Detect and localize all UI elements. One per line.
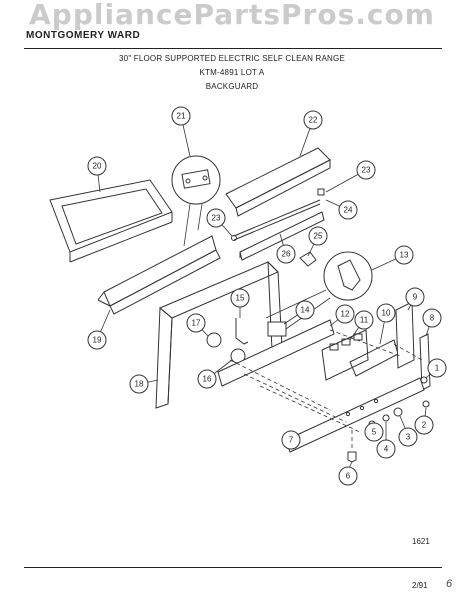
callout-8: 8	[422, 308, 442, 328]
callout-14: 14	[295, 300, 315, 320]
date-code: 2/91	[412, 581, 428, 590]
callout-4: 4	[376, 439, 396, 459]
model-number: KTM-4891 LOT A	[199, 68, 265, 77]
part-4-screw	[382, 414, 390, 422]
svg-text:1: 1	[435, 364, 440, 373]
svg-text:25: 25	[314, 232, 323, 241]
svg-text:12: 12	[341, 310, 350, 319]
svg-text:6: 6	[346, 472, 351, 481]
svg-text:23: 23	[212, 214, 221, 223]
svg-text:21: 21	[177, 112, 186, 121]
svg-text:18: 18	[135, 380, 144, 389]
callout-3: 3	[398, 427, 418, 447]
svg-text:13: 13	[400, 251, 409, 260]
callout-9: 9	[405, 287, 425, 307]
callout-5: 5	[364, 422, 384, 442]
part-20-glass-panel	[49, 179, 173, 263]
svg-text:4: 4	[384, 445, 389, 454]
callout-24: 24	[338, 200, 358, 220]
part-15-bracket	[235, 318, 249, 345]
part-9-endcap	[395, 301, 415, 369]
assembly-lines	[229, 329, 423, 448]
svg-text:9: 9	[413, 293, 418, 302]
part-6-foot	[347, 451, 357, 463]
svg-text:16: 16	[203, 375, 212, 384]
callout-7: 7	[281, 430, 301, 450]
part-17-control	[206, 332, 222, 348]
callout-10: 10	[376, 303, 396, 323]
svg-text:8: 8	[430, 314, 435, 323]
svg-text:14: 14	[301, 306, 310, 315]
callout-20: 20	[87, 156, 107, 176]
part-21-bracket	[171, 155, 221, 247]
callout-2: 2	[414, 415, 434, 435]
callout-16: 16	[197, 369, 217, 389]
footer-rule	[24, 567, 442, 568]
callout-19: 19	[87, 330, 107, 350]
callout-11: 11	[354, 310, 374, 330]
svg-text:11: 11	[360, 316, 369, 325]
callout-18: 18	[129, 374, 149, 394]
svg-text:23: 23	[362, 166, 371, 175]
svg-text:5: 5	[372, 428, 377, 437]
callout-13: 13	[394, 245, 414, 265]
watermark: AppliancePartsPros.com	[29, 0, 435, 31]
callout-26: 26	[276, 244, 296, 264]
svg-text:26: 26	[282, 250, 291, 259]
callout-1: 1	[427, 358, 447, 378]
part-1-screw	[420, 376, 428, 384]
part-3-knob	[393, 407, 403, 417]
part-11-clock-module	[321, 329, 369, 381]
part-26-channel	[239, 211, 325, 261]
drawing-code: 1621	[412, 537, 430, 546]
svg-text:3: 3	[406, 433, 411, 442]
svg-text:10: 10	[382, 309, 391, 318]
callout-12: 12	[335, 304, 355, 324]
part-19-trim	[97, 235, 221, 315]
part-25-clip	[299, 251, 317, 267]
part-23-rod	[231, 188, 325, 241]
brand-name: MONTGOMERY WARD	[26, 30, 141, 41]
svg-text:19: 19	[93, 336, 102, 345]
svg-text:20: 20	[93, 162, 102, 171]
svg-text:2: 2	[422, 421, 427, 430]
callout-25: 25	[308, 226, 328, 246]
hand-mark: 6	[446, 578, 453, 590]
part-2-screw	[422, 400, 430, 408]
svg-text:17: 17	[192, 319, 201, 328]
callout-21: 21	[171, 106, 191, 126]
callout-17: 17	[186, 313, 206, 333]
diagram-title: 30" FLOOR SUPPORTED ELECTRIC SELF CLEAN …	[119, 54, 345, 63]
svg-text:24: 24	[344, 206, 353, 215]
part-8-bracket	[419, 333, 431, 391]
section-name: BACKGUARD	[205, 82, 259, 91]
header-rule	[24, 48, 442, 49]
callout-15: 15	[230, 288, 250, 308]
callout-23-left: 23	[206, 208, 226, 228]
part-12-panel-back	[217, 319, 335, 387]
svg-text:22: 22	[309, 116, 318, 125]
part-22-top-trim	[225, 147, 331, 217]
callout-6: 6	[338, 466, 358, 486]
callout-22: 22	[303, 110, 323, 130]
svg-text:7: 7	[289, 436, 294, 445]
part-14-switch	[267, 321, 287, 337]
svg-text:15: 15	[236, 294, 245, 303]
callout-23-top: 23	[356, 160, 376, 180]
